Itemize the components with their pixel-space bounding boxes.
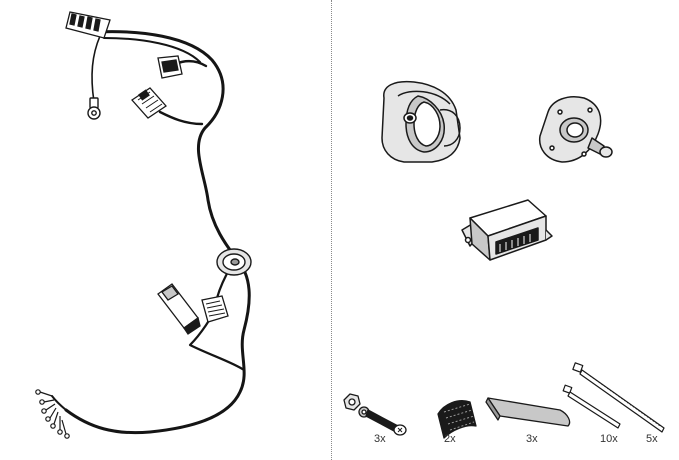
long-ties-qty-label: 10x bbox=[600, 433, 618, 445]
panel-divider bbox=[331, 0, 332, 460]
pads-qty-label: 2x bbox=[444, 433, 456, 445]
harness-flat-plug bbox=[157, 283, 201, 335]
harness-wire-ends bbox=[35, 389, 70, 439]
harness-connector-mid-2 bbox=[131, 87, 167, 119]
foam-strip-icon bbox=[485, 397, 571, 427]
harness-connector-low bbox=[201, 295, 229, 323]
strips-qty-label: 3x bbox=[526, 433, 538, 445]
screw-set-icon bbox=[343, 393, 407, 436]
adhesive-pad-icon bbox=[437, 400, 477, 439]
short-ties-qty-label: 5x bbox=[646, 433, 658, 445]
control-module-icon bbox=[461, 199, 553, 261]
harness-connector-mid-1 bbox=[157, 55, 183, 79]
trailer-socket-icon bbox=[381, 80, 461, 163]
cable-tie-short-icon bbox=[562, 384, 621, 429]
harness-connector-top bbox=[65, 11, 111, 39]
cable-tie-long-icon bbox=[572, 362, 665, 433]
grommet-icon bbox=[216, 248, 252, 276]
screws-qty-label: 3x bbox=[374, 433, 386, 445]
ring-terminal-icon bbox=[87, 97, 101, 120]
socket-gasket-icon bbox=[538, 96, 613, 163]
